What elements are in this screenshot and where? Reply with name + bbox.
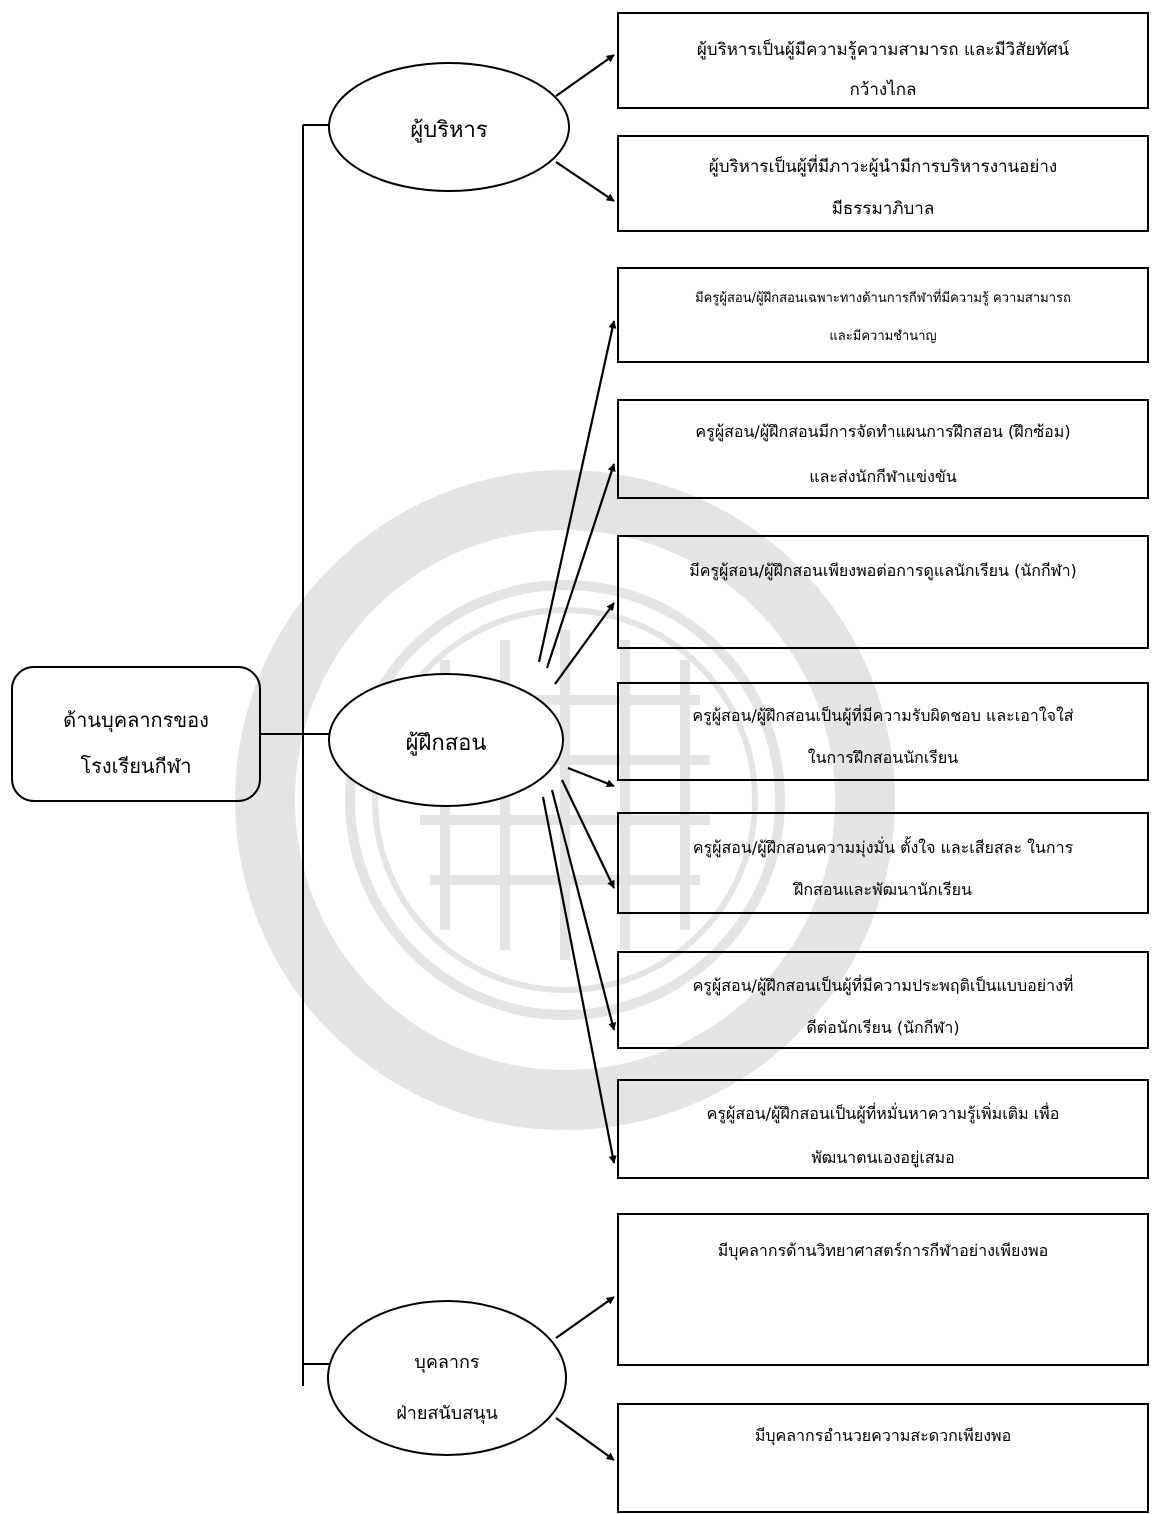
item-text-line: ครูผู้สอน/ผู้ฝึกสอนความมุ่งมั่น ตั้งใจ แ… (693, 836, 1074, 858)
arrow-support-2 (555, 1417, 615, 1461)
item-box: ครูผู้สอน/ผู้ฝึกสอนเป็นผู้ที่มีความรับผิ… (617, 682, 1149, 781)
item-box: ผู้บริหารเป็นผู้ที่มีภาวะผู้นำมีการบริหา… (617, 135, 1149, 232)
item-text-line: ในการฝึกสอนนักเรียน (808, 748, 958, 767)
arrow-coach-1 (537, 320, 617, 663)
item-box: ครูผู้สอน/ผู้ฝึกสอนความมุ่งมั่น ตั้งใจ แ… (617, 812, 1149, 914)
root-label-line-1: ด้านบุคลากรของ (63, 708, 209, 733)
item-box: มีครูผู้สอน/ผู้ฝึกสอนเพียงพอต่อการดูแลนั… (617, 535, 1149, 649)
item-text-line: ฝึกสอนและพัฒนานักเรียน (793, 880, 972, 899)
item-box: มีบุคลากรอำนวยความสะดวกเพียงพอ (617, 1403, 1149, 1513)
category-coach-label: ผู้ฝึกสอน (406, 731, 487, 756)
item-text-line: ผู้บริหารเป็นผู้มีความรู้ความสามารถ และม… (697, 38, 1070, 60)
arrow-support-1 (555, 1296, 615, 1339)
item-text-line: ผู้บริหารเป็นผู้ที่มีภาวะผู้นำมีการบริหา… (709, 154, 1057, 177)
item-text-line: พัฒนาตนเองอยู่เสมอ (811, 1148, 955, 1168)
category-coach: ผู้ฝึกสอน (328, 673, 564, 807)
arrow-coach-2 (545, 463, 616, 669)
arrow-executive-1 (555, 54, 615, 97)
root-node: ด้านบุคลากรของ โรงเรียนกีฬา (11, 666, 261, 802)
item-text-line: มีธรรมาภิบาล (832, 199, 935, 219)
item-text-line: และส่งนักกีฬาแข่งขัน (809, 467, 957, 486)
category-executive: ผู้บริหาร (328, 62, 570, 192)
item-text-line: ครูผู้สอน/ผู้ฝึกสอนเป็นผู้ที่หมั่นหาความ… (707, 1102, 1060, 1124)
arrow-coach-3 (554, 602, 615, 685)
item-box: ครูผู้สอน/ผู้ฝึกสอนมีการจัดทำแผนการฝึกสอ… (617, 399, 1149, 499)
item-text-line: มีครูผู้สอน/ผู้ฝึกสอนเพียงพอต่อการดูแลนั… (689, 561, 1077, 581)
category-executive-label: ผู้บริหาร (410, 118, 488, 143)
item-text-line: มีบุคลากรด้านวิทยาศาสตร์การกีฬาอย่างเพีย… (718, 1241, 1049, 1261)
category-support-label-line-2: ฝ่ายสนับสนุน (396, 1403, 498, 1424)
category-support-label-line-1: บุคลากร (414, 1352, 480, 1373)
root-label-line-2: โรงเรียนกีฬา (80, 754, 191, 778)
item-text-line: มีบุคลากรอำนวยความสะดวกเพียงพอ (755, 1426, 1011, 1446)
item-box: มีครูผู้สอน/ผู้ฝึกสอนเฉพาะทางด้านการกีฬา… (617, 267, 1149, 363)
arrow-executive-2 (555, 161, 615, 202)
arrow-coach-4 (567, 766, 615, 788)
arrow-coach-7 (541, 796, 617, 1164)
item-text-line: ครูผู้สอน/ผู้ฝึกสอนเป็นผู้ที่มีความประพฤ… (693, 974, 1074, 996)
item-text-line: มีครูผู้สอน/ผู้ฝึกสอนเฉพาะทางด้านการกีฬา… (695, 289, 1071, 306)
item-text-line: ครูผู้สอน/ผู้ฝึกสอนเป็นผู้ที่มีความรับผิ… (692, 704, 1073, 726)
item-box: ครูผู้สอน/ผู้ฝึกสอนเป็นผู้ที่หมั่นหาความ… (617, 1079, 1149, 1179)
arrow-coach-5 (561, 779, 615, 889)
item-text-line: ครูผู้สอน/ผู้ฝึกสอนมีการจัดทำแผนการฝึกสอ… (695, 422, 1070, 442)
category-support-staff: บุคลากร ฝ่ายสนับสนุน (327, 1300, 567, 1456)
arrow-coach-6 (550, 789, 617, 1031)
item-box: ครูผู้สอน/ผู้ฝึกสอนเป็นผู้ที่มีความประพฤ… (617, 951, 1149, 1049)
item-text-line: ดีต่อนักเรียน (นักกีฬา) (806, 1018, 959, 1037)
item-box: มีบุคลากรด้านวิทยาศาสตร์การกีฬาอย่างเพีย… (617, 1213, 1149, 1366)
item-box: ผู้บริหารเป็นผู้มีความรู้ความสามารถ และม… (617, 12, 1149, 109)
item-text-line: กว้างไกล (850, 79, 917, 100)
item-text-line: และมีความชำนาญ (829, 328, 936, 344)
